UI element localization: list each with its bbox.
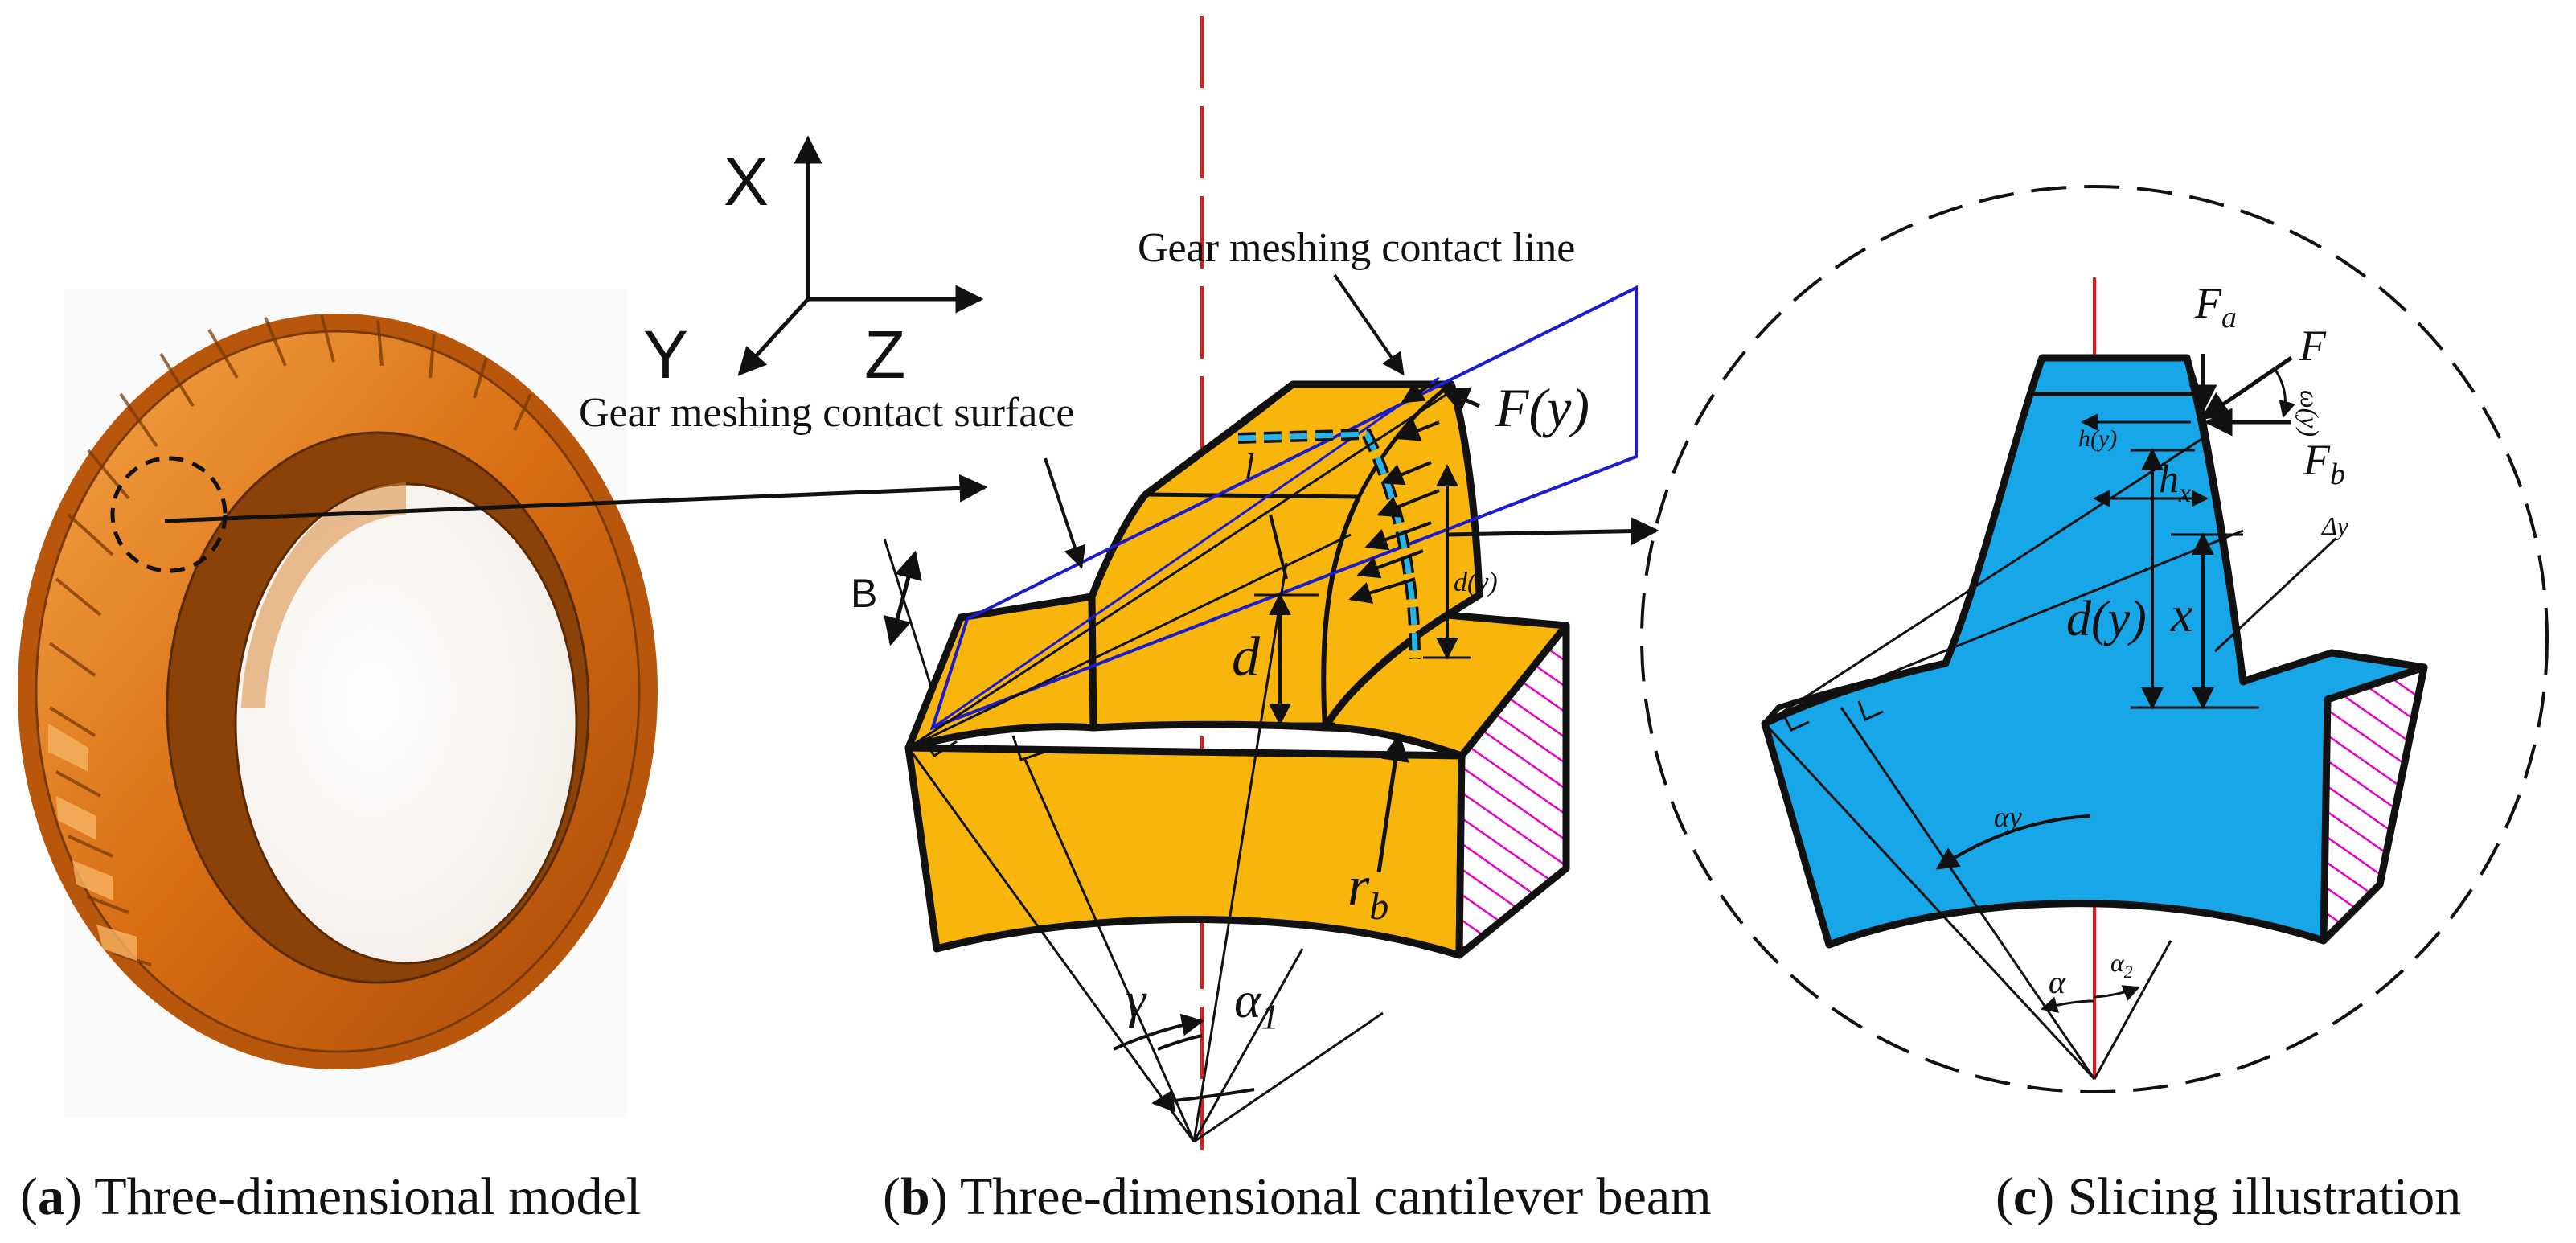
alpha1-label: α1 [1234,971,1279,1036]
x-label: x [2170,588,2193,642]
coordinate-axes: X Y Z [643,135,984,392]
caption-b: (b) Three-dimensional cantilever beam [883,1167,1712,1226]
axis-x-label: X [724,144,769,219]
force-fy-label: F(y) [1495,377,1589,438]
fa-label: Fa [2194,279,2237,334]
fb-label: Fb [2303,436,2345,491]
contact-surface-label: Gear meshing contact surface [579,390,1074,436]
dim-l-label: l [1245,447,1254,486]
rb-label: rb [1347,855,1388,928]
caption-a: (a) Three-dimensional model [20,1167,641,1226]
hx-label: hx [2159,456,2191,508]
alpha-y-label: αy [1994,801,2022,833]
dim-dy-label: d(y) [1454,568,1498,597]
gamma-label: γ [1126,971,1147,1028]
dim-b-label: B [851,571,877,616]
hy-label: h(y) [2078,425,2117,452]
beam-to-slice-arrow [1446,517,1659,546]
axis-y-label: Y [643,317,688,392]
panel-c-slice: Fa F Fb ω(y) h(y) hx d(y) x Δy αy α α2 [1640,185,2549,1093]
dy-label: d(y) [2066,592,2147,646]
panel-b-beam: F(y) d d(y) l B rb γ α1 Gear meshing con… [579,16,1659,1150]
gear-bore [234,482,578,965]
panel-a-gear [18,289,658,1118]
delta-y-label: Δy [2320,511,2349,540]
selected-tooth-marker [110,456,228,573]
tooth-to-beam-arrow [164,474,988,523]
omega-label: ω(y) [2295,390,2324,437]
dim-b [884,550,922,646]
load-arrows [1348,381,1440,604]
f-label: F [2299,322,2327,370]
alpha2-label: α2 [2110,948,2133,982]
contact-line-label: Gear meshing contact line [1138,225,1575,271]
caption-c: (c) Slicing illustration [1996,1167,2461,1226]
slice-section-face [2320,663,2428,945]
dim-d-label: d [1232,626,1261,688]
alpha-label: α [2049,964,2066,1000]
axis-z-label: Z [864,317,905,392]
slice-magnifier-circle [1640,185,2549,1093]
beam-front-face [904,744,1466,959]
